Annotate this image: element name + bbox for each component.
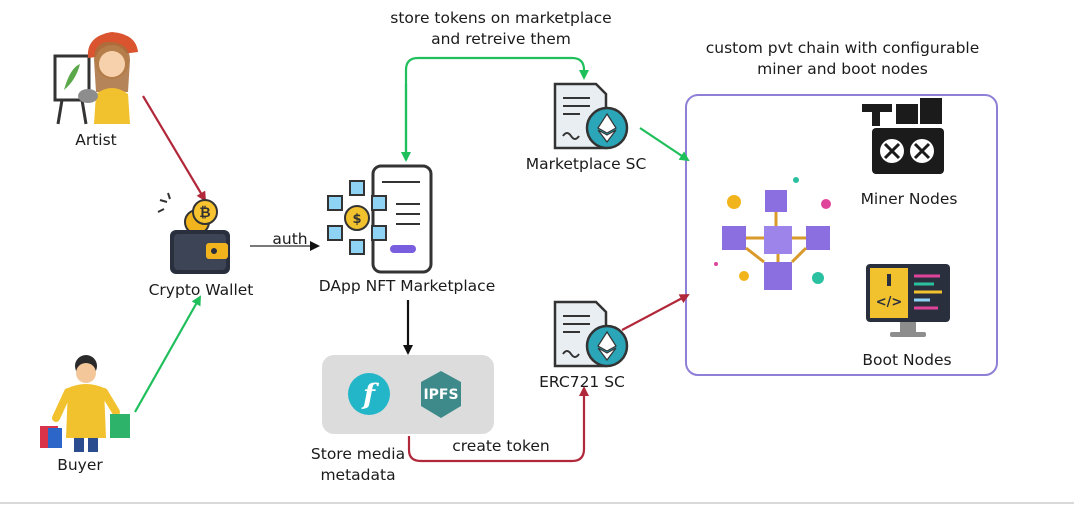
crypto-wallet-icon: ₿ [157, 192, 230, 274]
boot-nodes-label: Boot Nodes [862, 351, 952, 369]
bottom-divider [0, 502, 1074, 504]
marketplace-sc-icon [553, 82, 629, 150]
crypto-wallet-label: Crypto Wallet [148, 281, 254, 299]
chain-title: custom pvt chain with configurable miner… [700, 38, 985, 80]
storage-label-line2: metadata [320, 465, 396, 484]
store-tokens-label-line2: and retreive them [431, 29, 571, 48]
erc721-sc-label: ERC721 SC [539, 373, 625, 391]
arrow-artist-to-wallet [142, 95, 207, 202]
arrow-create-token [407, 386, 589, 463]
dapp-label: DApp NFT Marketplace [318, 277, 496, 295]
chain-title-line1: custom pvt chain with configurable [705, 39, 980, 57]
arrow-buyer-to-wallet [134, 295, 201, 413]
store-tokens-label-line1: store tokens on marketplace [390, 9, 612, 27]
erc721-sc-icon [553, 300, 629, 368]
ipfs-icon: IPFS [421, 371, 461, 418]
buyer-label: Buyer [57, 456, 103, 474]
arrow-erc721-to-chain [621, 294, 690, 331]
miner-nodes-icon [862, 98, 944, 174]
store-tokens-label: store tokens on marketplace and retreive… [385, 8, 617, 50]
dapp-marketplace-icon: $ [327, 164, 433, 274]
storage-label-line1: Store media [310, 445, 406, 463]
auth-label: auth [272, 230, 308, 248]
filecoin-icon: f [348, 373, 390, 415]
blockchain-cubes-icon [714, 177, 831, 290]
storage-box [322, 355, 494, 434]
svg-text:₿: ₿ [199, 205, 210, 221]
arrow-store-tokens [404, 56, 589, 160]
arrow-marketplace-to-chain [639, 127, 690, 162]
create-token-label: create token [452, 437, 550, 455]
buyer-icon [40, 355, 130, 452]
miner-nodes-label: Miner Nodes [860, 190, 958, 208]
svg-text:</>: </> [876, 295, 903, 310]
ipfs-text: IPFS [423, 387, 458, 403]
artist-icon [53, 32, 138, 125]
artist-label: Artist [75, 131, 117, 149]
storage-label: Store media metadata [302, 444, 414, 486]
chain-title-line2: miner and boot nodes [757, 59, 928, 78]
marketplace-sc-label: Marketplace SC [525, 155, 647, 173]
boot-nodes-icon: </> [866, 264, 950, 337]
svg-text:$: $ [352, 212, 361, 227]
